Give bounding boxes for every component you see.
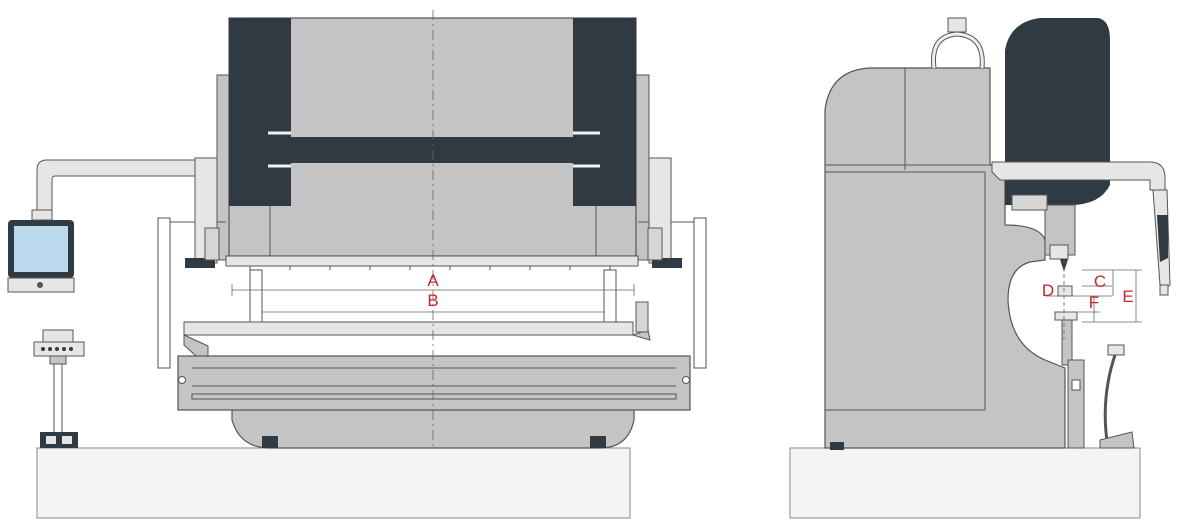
dimension-label-e: E bbox=[1122, 287, 1133, 306]
side-view bbox=[789, 17, 1171, 519]
pedestal-column bbox=[53, 363, 63, 435]
side-floor-base bbox=[789, 447, 1141, 519]
side-control-arm bbox=[991, 161, 1166, 191]
front-foot-left bbox=[262, 436, 278, 448]
front-lower-beam bbox=[177, 355, 691, 411]
front-dark-block-left bbox=[229, 18, 291, 206]
dimension-label-f: F bbox=[1089, 293, 1099, 312]
dimension-label-a: A bbox=[427, 271, 439, 290]
front-dark-block-right bbox=[573, 18, 636, 206]
front-side-guard-right bbox=[693, 217, 707, 369]
upper-punch bbox=[1060, 259, 1068, 272]
control-arm bbox=[36, 159, 196, 211]
front-foot-right bbox=[590, 436, 606, 448]
front-right-column bbox=[634, 74, 650, 261]
front-dark-band bbox=[229, 137, 636, 163]
monitor-screen bbox=[14, 226, 68, 272]
dimension-label-c: C bbox=[1094, 272, 1106, 291]
side-backgauge bbox=[1067, 359, 1085, 449]
side-foot-pedal-cable bbox=[1103, 354, 1117, 449]
dimension-labels: A B C D E F bbox=[427, 271, 1133, 312]
side-dark-housing bbox=[1005, 18, 1110, 205]
side-dimension-lines bbox=[1045, 260, 1142, 340]
foot-pedal bbox=[40, 432, 78, 448]
front-upper-tool-rail bbox=[225, 255, 639, 267]
dimension-label-d: D bbox=[1042, 281, 1054, 300]
front-view bbox=[7, 10, 707, 519]
pedestal-top bbox=[42, 329, 74, 343]
dimension-label-b: B bbox=[427, 291, 438, 310]
front-post-left bbox=[249, 269, 263, 323]
side-foot-pedal bbox=[1099, 431, 1135, 449]
front-floor-base bbox=[36, 447, 631, 519]
front-side-guard-left bbox=[157, 217, 171, 369]
front-lower-tool-bar bbox=[183, 321, 634, 336]
front-post-right bbox=[603, 269, 617, 323]
lower-die bbox=[1057, 285, 1073, 297]
